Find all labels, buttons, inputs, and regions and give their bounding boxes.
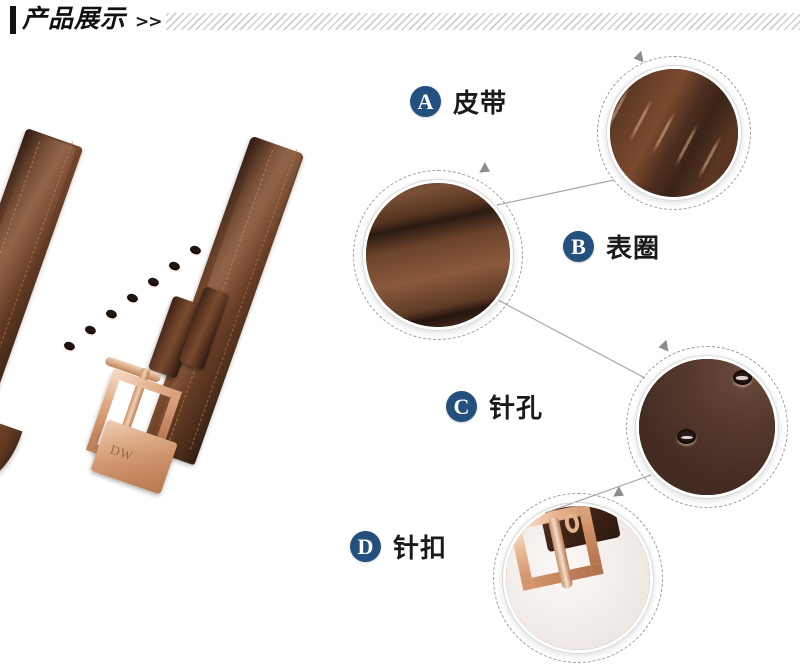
pin-hole xyxy=(104,308,119,320)
pin-hole xyxy=(146,276,161,288)
buckle-zoom-background xyxy=(506,506,650,650)
leather-keeper-texture xyxy=(366,183,510,327)
pin-hole-detail xyxy=(626,339,788,508)
connector-a-to-b xyxy=(496,179,615,206)
detail-dashed-ring xyxy=(353,170,523,340)
callout-text-c: 针孔 xyxy=(489,394,544,424)
detail-solid-ring xyxy=(635,355,779,499)
detail-arrow-icon xyxy=(479,162,493,177)
callout-badge-c: C xyxy=(446,391,477,422)
callout-label-d: D 针扣 xyxy=(350,528,447,565)
callout-badge-b: B xyxy=(563,231,594,262)
detail-dashed-ring xyxy=(626,346,788,508)
detail-arrow-icon xyxy=(632,50,644,65)
pin-hole xyxy=(188,244,203,256)
strap-rounded-tip xyxy=(0,411,23,491)
callout-label-c: C 针孔 xyxy=(446,388,543,425)
pin-hole xyxy=(83,324,98,336)
callout-text-b: 表圈 xyxy=(606,234,661,264)
callout-badge-d: D xyxy=(350,531,381,562)
callout-badge-a: A xyxy=(410,86,441,117)
callout-label-a: A 皮带 xyxy=(410,83,507,120)
stitching-detail xyxy=(597,50,751,210)
title-accent-bar xyxy=(10,6,16,34)
pin-hole xyxy=(125,292,140,304)
callout-label-b: B 表圈 xyxy=(563,228,660,265)
detail-arrow-icon xyxy=(657,339,669,354)
section-header: 产品展示 >> xyxy=(0,0,800,44)
chevron-double-right-icon: >> xyxy=(135,12,162,32)
pin-hole-zoomed xyxy=(677,428,697,444)
leather-holes-texture xyxy=(639,359,775,495)
detail-photo xyxy=(506,506,650,650)
detail-dashed-ring xyxy=(597,56,751,210)
pin-hole-zoomed xyxy=(732,369,752,385)
detail-photo xyxy=(366,183,510,327)
pin-hole xyxy=(167,260,182,272)
strap-keeper-detail xyxy=(353,162,523,340)
buckle-detail xyxy=(493,486,663,663)
leather-stitch-texture xyxy=(610,69,738,197)
detail-solid-ring xyxy=(502,502,654,654)
connector-a-to-c xyxy=(497,299,646,379)
callout-text-a: 皮带 xyxy=(453,89,508,119)
detail-photo xyxy=(610,69,738,197)
header-hatch-decoration xyxy=(166,13,800,30)
detail-solid-ring xyxy=(362,179,514,331)
page-title: 产品展示 xyxy=(22,4,127,33)
detail-arrow-icon xyxy=(613,486,627,501)
pin-hole xyxy=(62,340,77,352)
product-photo-strap: DW xyxy=(0,120,380,495)
callout-text-d: 针扣 xyxy=(393,534,448,564)
detail-solid-ring xyxy=(606,65,742,201)
detail-photo xyxy=(639,359,775,495)
detail-dashed-ring xyxy=(493,493,663,663)
